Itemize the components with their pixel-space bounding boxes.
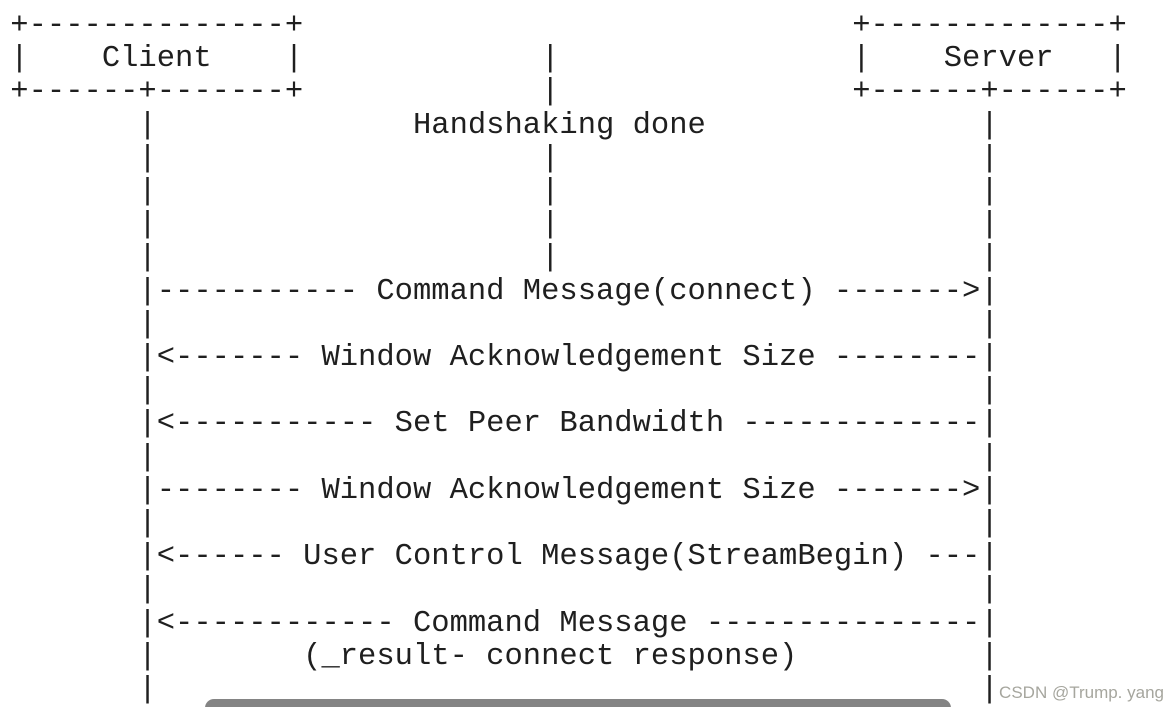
watermark: CSDN @Trump. yang [999,683,1164,702]
horizontal-scrollbar-thumb[interactable] [205,699,951,707]
ascii-sequence-diagram: +--------------+ +-------------+ | Clien… [10,9,1127,707]
